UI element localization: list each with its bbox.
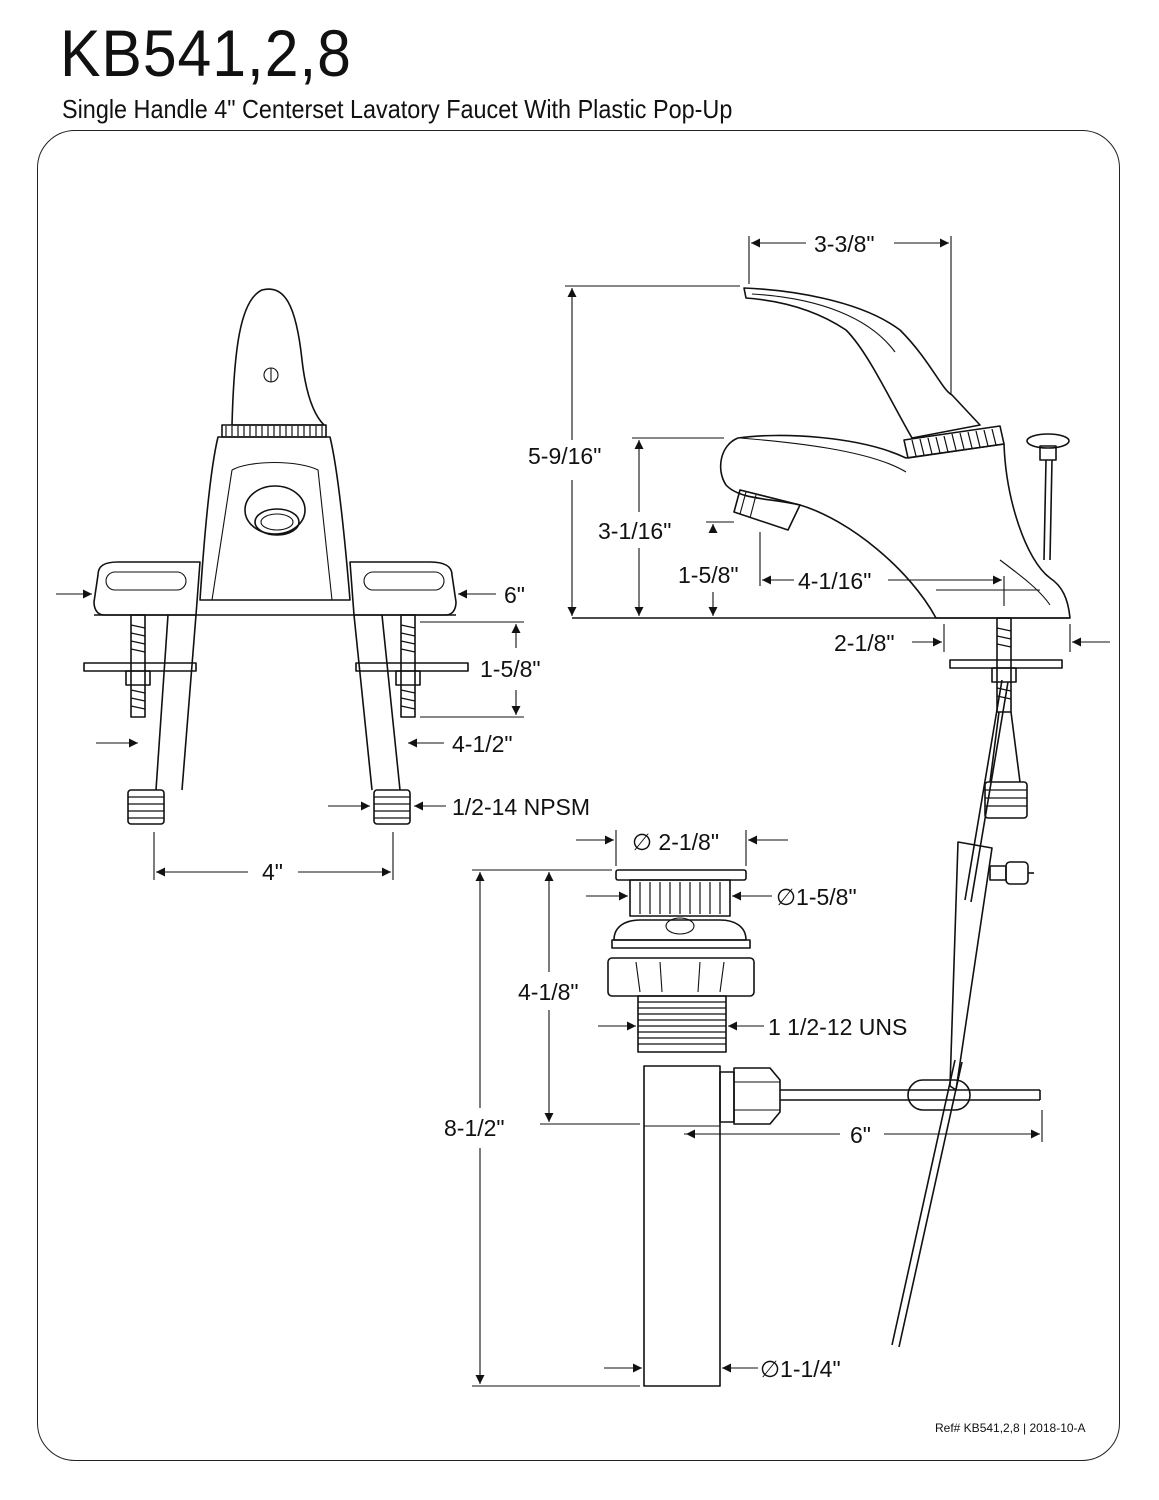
drain-strainer-dim: ∅1-5/8" (776, 884, 857, 910)
drain-rod-length-dim: 6" (850, 1122, 871, 1148)
side-view: 3-3/8" 5-9/16" 3-1/16" 1-5/8" 4-1/16" 2-… (528, 231, 1110, 1348)
drain-view: ∅ 2-1/8" ∅1-5/8" 4-1/8" 1 1/2-12 UNS 8-1… (444, 829, 1043, 1387)
side-handle-reach-dim: 3-3/8" (814, 231, 875, 257)
side-spout-height-dim: 3-1/16" (598, 518, 671, 544)
model-title: KB541,2,8 (60, 16, 352, 90)
front-center-dim: 4" (262, 859, 283, 885)
side-spout-reach-dim: 4-1/16" (798, 568, 871, 594)
product-description: Single Handle 4" Centerset Lavatory Fauc… (62, 94, 733, 124)
drain-total-length-dim: 8-1/2" (444, 1115, 505, 1141)
side-total-height-dim: 5-9/16" (528, 443, 601, 469)
drain-flange-dim: ∅ 2-1/8" (632, 829, 719, 855)
front-supply-dim: 4-1/2" (452, 731, 513, 757)
reference-number: Ref# KB541,2,8 | 2018-10-A (935, 1421, 1086, 1435)
drain-thread-dim: 1 1/2-12 UNS (768, 1014, 907, 1040)
front-shank-dim: 1-5/8" (480, 656, 541, 682)
drain-tailpiece-dim: ∅1-1/4" (760, 1356, 841, 1382)
front-view: 6" 1-5/8" 4-1/2" 1/2-14 NPSM 4" (56, 288, 590, 885)
side-aerator-height-dim: 1-5/8" (678, 562, 739, 588)
drawing-frame (37, 130, 1120, 1461)
drain-body-length-dim: 4-1/8" (518, 979, 579, 1005)
front-width-dim: 6" (504, 582, 525, 608)
side-base-dim: 2-1/8" (834, 630, 895, 656)
front-npsm-dim: 1/2-14 NPSM (452, 794, 590, 820)
